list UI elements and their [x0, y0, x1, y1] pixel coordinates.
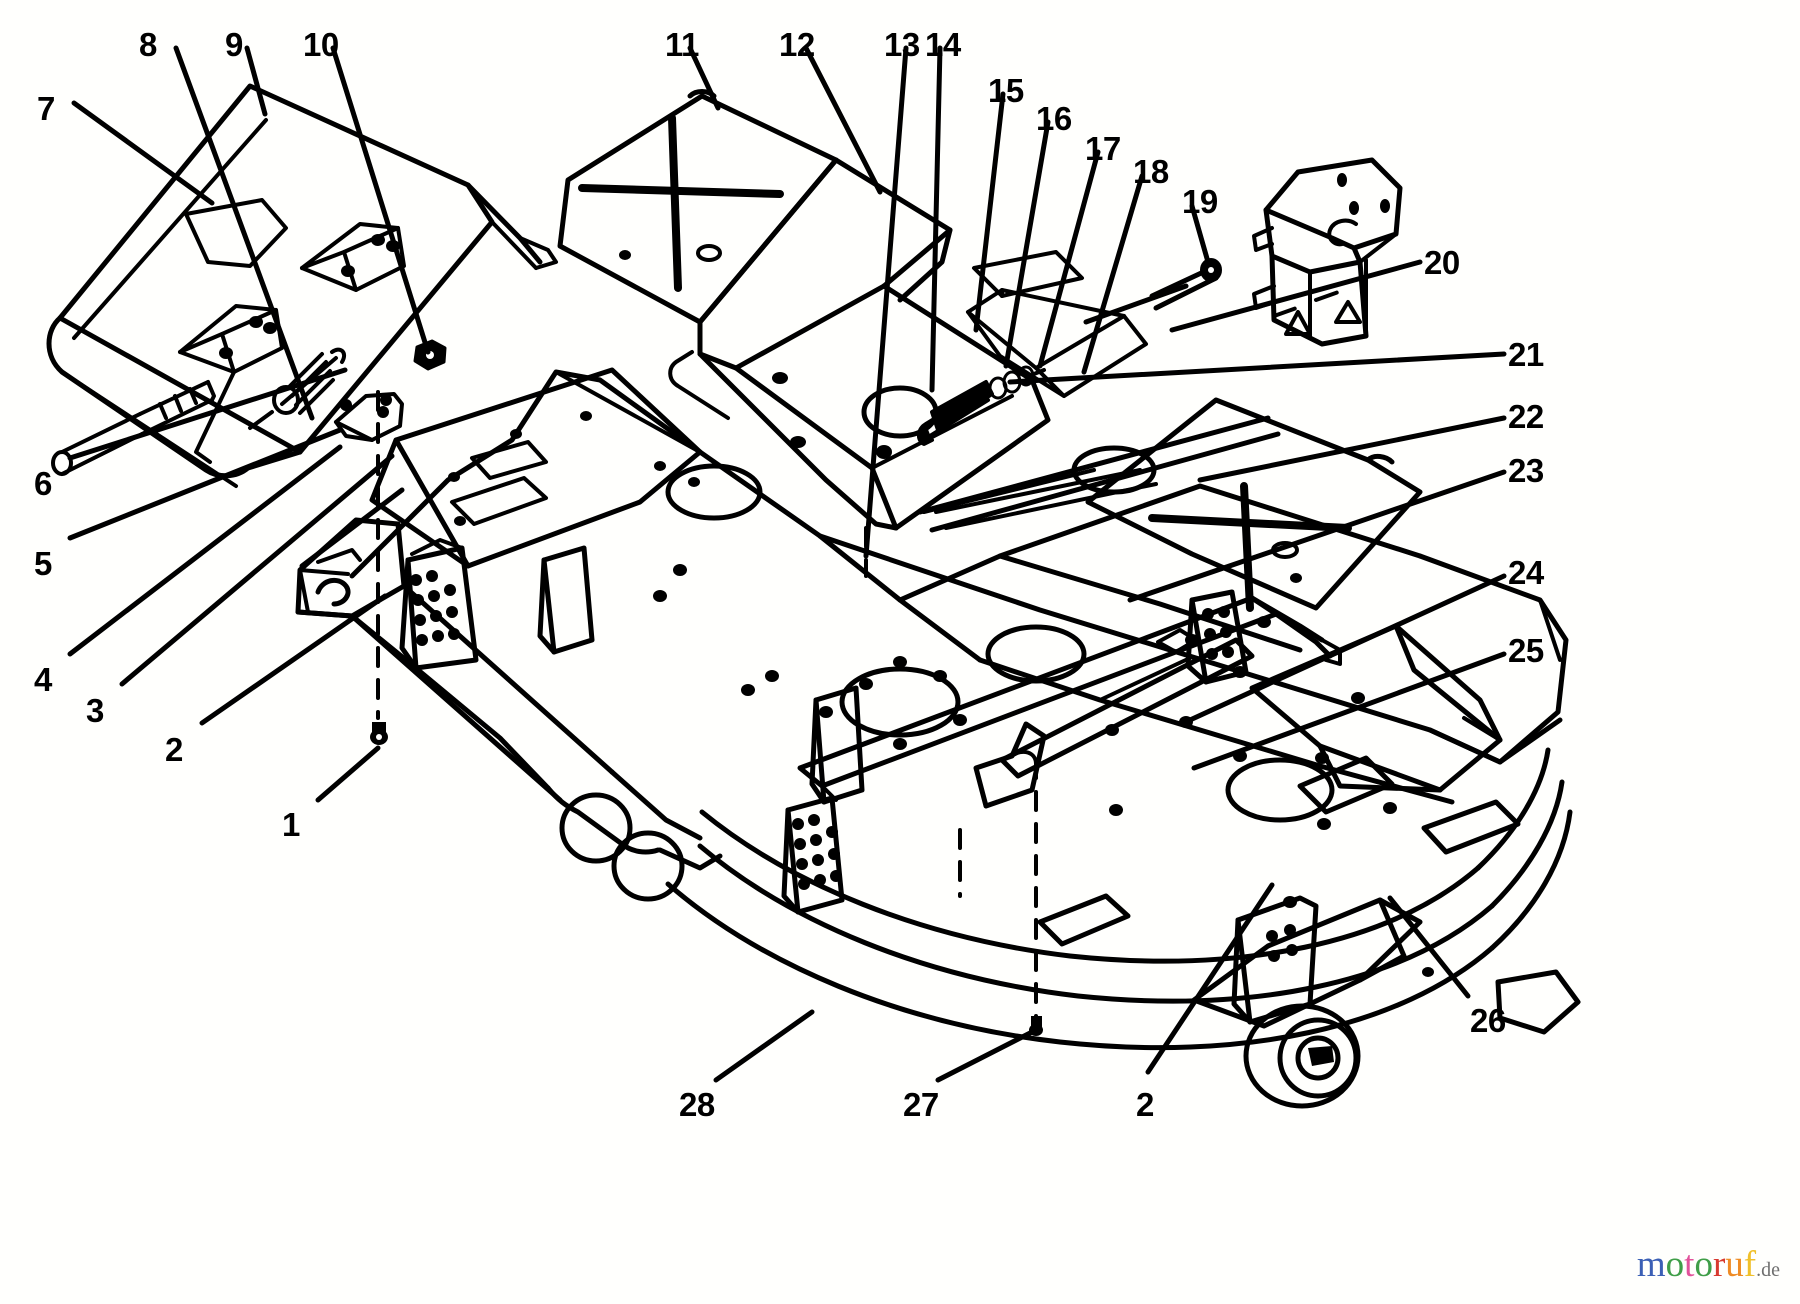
callout-16: 16 — [1036, 100, 1072, 137]
mount-bracket-right — [1252, 157, 1403, 347]
callout-12: 12 — [779, 26, 815, 63]
leader-line-4 — [67, 444, 343, 657]
leader-line-2b — [1145, 882, 1275, 1075]
leader-line-13 — [863, 45, 909, 559]
leader-line-16 — [1003, 119, 1051, 369]
leader-line-20 — [1169, 259, 1423, 333]
callout-13: 13 — [884, 26, 920, 63]
callout-26: 26 — [1470, 1002, 1506, 1039]
leader-line-28 — [713, 1009, 815, 1083]
callout-9: 9 — [225, 26, 243, 63]
leader-line-24 — [1187, 573, 1507, 723]
leader-line-10 — [330, 45, 431, 355]
callout-22: 22 — [1508, 398, 1544, 435]
leader-line-27 — [935, 1027, 1039, 1083]
watermark-letter-f: f — [1743, 1244, 1757, 1285]
caster-wheel — [1231, 895, 1361, 1109]
callout-3: 3 — [86, 692, 104, 729]
callout-24: 24 — [1508, 554, 1544, 591]
callout-leader-lines — [67, 45, 1507, 1083]
leader-line-19 — [1189, 203, 1211, 265]
callout-18: 18 — [1133, 153, 1169, 190]
leader-line-9 — [244, 45, 268, 117]
deflector-fin-b — [537, 545, 595, 655]
watermark-letter-o1: o — [1665, 1244, 1685, 1285]
leader-line-14 — [929, 45, 943, 393]
leader-line-8 — [173, 45, 315, 421]
deflector-fin-c — [809, 685, 865, 805]
assembly-axis-lines — [376, 390, 1038, 1030]
callout-6: 6 — [34, 465, 52, 502]
callout-21: 21 — [1508, 336, 1544, 373]
watermark-suffix: .de — [1756, 1259, 1780, 1281]
leader-line-2l — [199, 593, 388, 726]
leader-line-1 — [315, 745, 381, 803]
leader-line-17 — [1037, 149, 1101, 369]
callout-2-bottom: 2 — [1136, 1086, 1154, 1123]
leader-line-26 — [1387, 895, 1471, 999]
callout-14: 14 — [925, 26, 961, 63]
hinge-bracket-lower — [178, 304, 284, 374]
leader-line-22 — [1197, 415, 1507, 483]
watermark-letter-o2: o — [1694, 1244, 1713, 1285]
leader-line-11 — [687, 45, 721, 111]
leader-line-5 — [67, 427, 343, 541]
callout-28: 28 — [679, 1086, 715, 1123]
watermark-letter-r: r — [1712, 1244, 1726, 1285]
leader-line-3 — [119, 453, 395, 687]
callout-4: 4 — [34, 661, 52, 698]
leader-line-7 — [71, 100, 215, 206]
callout-20: 20 — [1424, 244, 1460, 281]
hex-nut — [413, 339, 447, 371]
callout-19: 19 — [1182, 183, 1218, 220]
deflector-fin-a — [399, 538, 479, 671]
deflector-fin-d — [781, 795, 845, 915]
leader-line-12 — [803, 45, 883, 195]
pivot-plate — [334, 392, 404, 442]
leader-line-23 — [1127, 469, 1507, 603]
watermark-letter-u: u — [1725, 1244, 1744, 1285]
leader-line-21 — [1007, 351, 1507, 385]
leader-line-25 — [1191, 651, 1507, 771]
callout-17: 17 — [1085, 130, 1121, 167]
callout-1: 1 — [282, 806, 300, 843]
deflector-fin-f — [1185, 589, 1249, 685]
mower-deck-shell — [295, 367, 1573, 1051]
callout-8: 8 — [139, 26, 157, 63]
callout-5: 5 — [34, 545, 52, 582]
deck-rear-corner — [1191, 897, 1423, 1029]
watermark-letter-m: m — [1636, 1244, 1666, 1285]
motoruf-watermark: motoruf.de — [1637, 1245, 1780, 1290]
callout-2-left: 2 — [165, 731, 183, 768]
leader-line-15 — [973, 91, 1006, 333]
reinforcement-bar-2 — [999, 637, 1255, 779]
deflector-cover-assembly — [46, 83, 558, 488]
watermark-letter-t: t — [1684, 1244, 1695, 1285]
baffle-plate-right — [1085, 397, 1423, 612]
callout-11: 11 — [665, 26, 699, 63]
hinge-bolt — [51, 380, 216, 476]
callout-15: 15 — [988, 72, 1024, 109]
callout-25: 25 — [1508, 632, 1544, 669]
chute-pivot-hardware — [917, 250, 1222, 446]
callout-27: 27 — [903, 1086, 939, 1123]
leader-line-18 — [1081, 173, 1145, 375]
reinforcement-bar — [797, 595, 1342, 802]
callout-7: 7 — [37, 90, 55, 127]
callout-23: 23 — [1508, 452, 1544, 489]
callout-10: 10 — [303, 26, 339, 63]
bolt-glyphs — [370, 722, 1043, 1036]
